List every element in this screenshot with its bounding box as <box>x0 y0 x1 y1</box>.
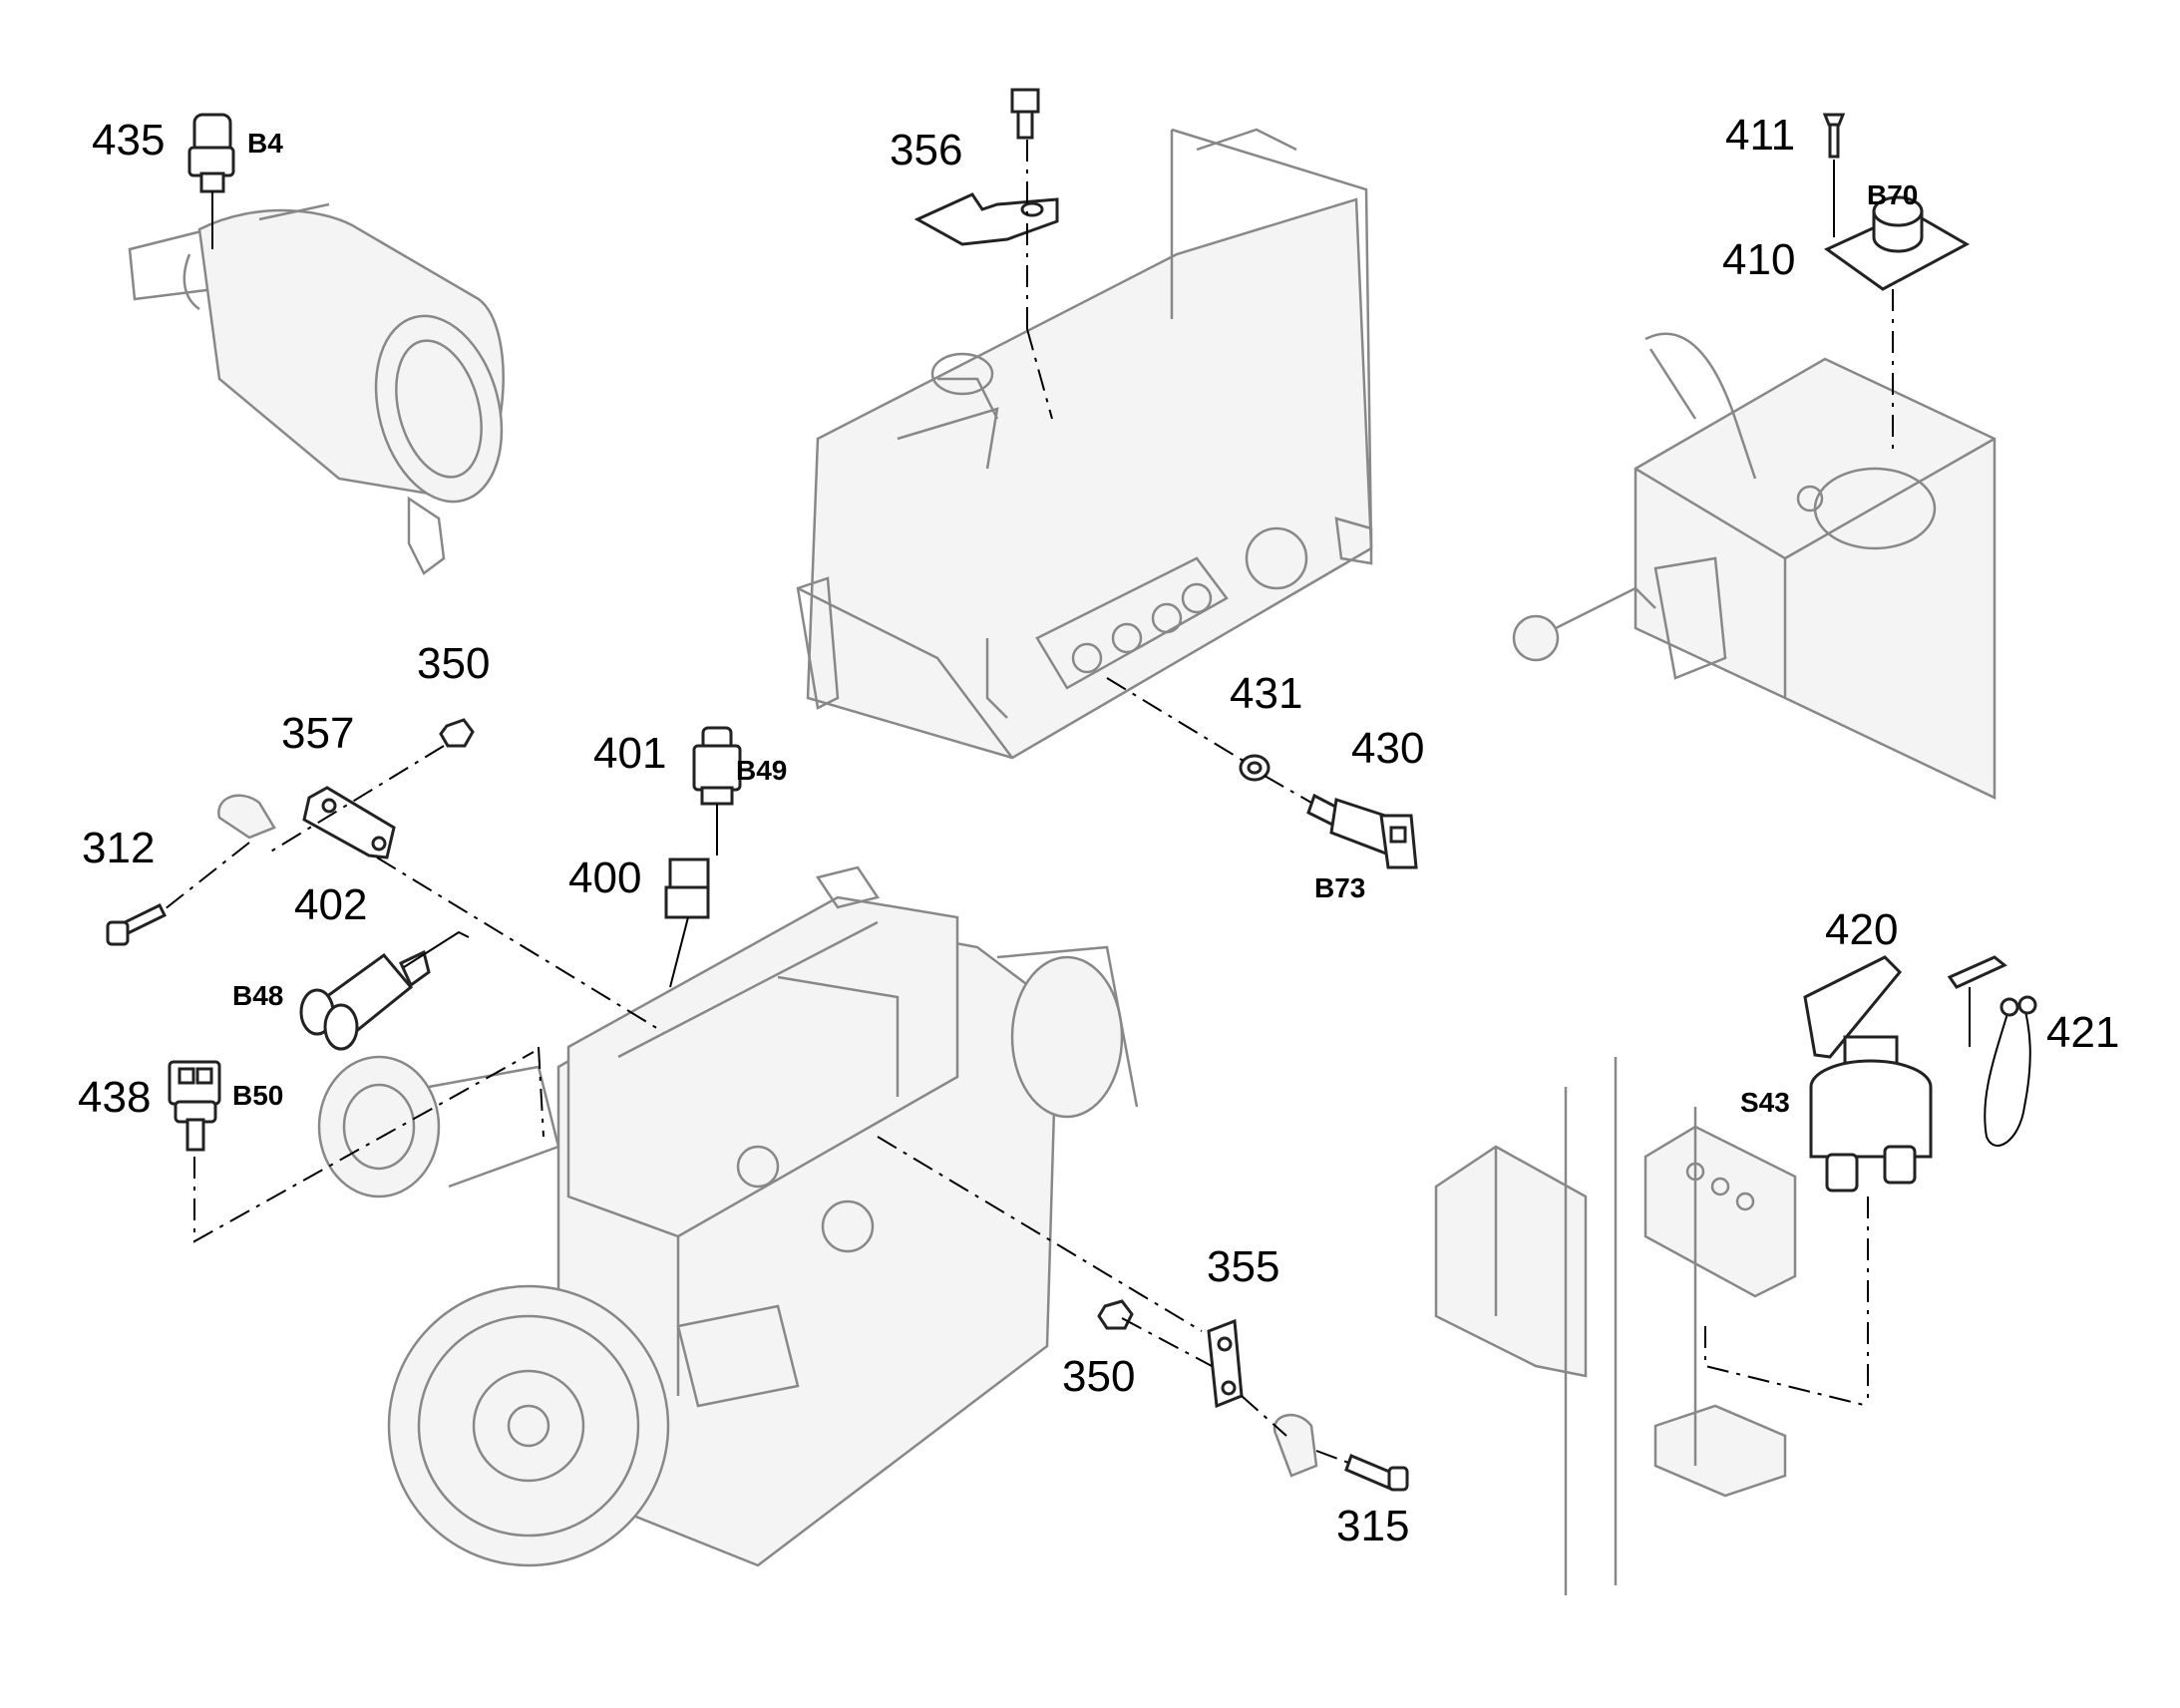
callout-421: 421 <box>2046 1008 2119 1057</box>
callout-312: 312 <box>82 824 155 872</box>
component-codes: B4 B70 B49 B73 B48 B50 S43 <box>232 128 1918 1118</box>
washer-431-icon <box>1239 754 1271 782</box>
callout-420: 420 <box>1825 905 1898 954</box>
callout-411: 411 <box>1725 111 1795 160</box>
code-b50: B50 <box>232 1080 283 1111</box>
assembly-lines <box>164 328 1869 1465</box>
code-b73: B73 <box>1314 872 1365 903</box>
switch-b70-icon <box>1822 113 1971 449</box>
callout-350-bottom: 350 <box>1062 1352 1135 1401</box>
code-b49: B49 <box>736 755 787 786</box>
battery-switch-s43-icon <box>1809 1035 1933 1406</box>
callout-356: 356 <box>890 126 962 174</box>
bracket-356-icon <box>913 88 1059 329</box>
code-b48: B48 <box>232 980 283 1011</box>
code-s43: S43 <box>1740 1087 1790 1118</box>
callout-350-top: 350 <box>417 639 490 688</box>
callout-labels: 435 411 410 356 350 357 401 431 430 312 … <box>78 111 2119 1550</box>
air-filter-icon <box>128 202 505 575</box>
sensor-b49-icon <box>692 726 742 855</box>
tank-frame-icon <box>796 128 1373 760</box>
cable-421-icon <box>1947 955 2037 1147</box>
callout-357: 357 <box>281 709 354 758</box>
callout-410: 410 <box>1722 235 1795 284</box>
callout-401: 401 <box>593 729 666 778</box>
nut-350b-icon <box>1097 1299 1134 1330</box>
callout-435: 435 <box>92 116 165 165</box>
callout-400: 400 <box>568 854 641 902</box>
clamp-312-icon <box>106 794 276 946</box>
sensor-b50-icon <box>168 1060 221 1152</box>
battery-switch-mount-icon <box>1434 1057 1797 1595</box>
callout-431: 431 <box>1230 669 1302 718</box>
code-b70: B70 <box>1867 179 1918 210</box>
sensor-b73-icon <box>1306 793 1418 869</box>
sensor-b4-icon <box>187 113 235 249</box>
sensor-b48-icon <box>299 930 470 1051</box>
nut-350-icon <box>439 718 475 748</box>
key-420-icon <box>1803 955 1903 1059</box>
callout-355: 355 <box>1207 1242 1279 1291</box>
code-b4: B4 <box>247 128 283 159</box>
callout-430: 430 <box>1351 724 1424 773</box>
engine-icon <box>317 865 1139 1567</box>
adapter-400-icon <box>664 857 710 988</box>
callout-402: 402 <box>294 880 367 929</box>
callout-315: 315 <box>1336 1502 1409 1550</box>
bracket-355-icon <box>1207 1318 1244 1409</box>
bolt-315-icon <box>1344 1454 1409 1492</box>
operator-console-icon <box>1512 332 1997 800</box>
callout-438: 438 <box>78 1073 151 1122</box>
clamp-315-icon <box>1272 1414 1318 1478</box>
bracket-357-icon <box>302 786 396 859</box>
